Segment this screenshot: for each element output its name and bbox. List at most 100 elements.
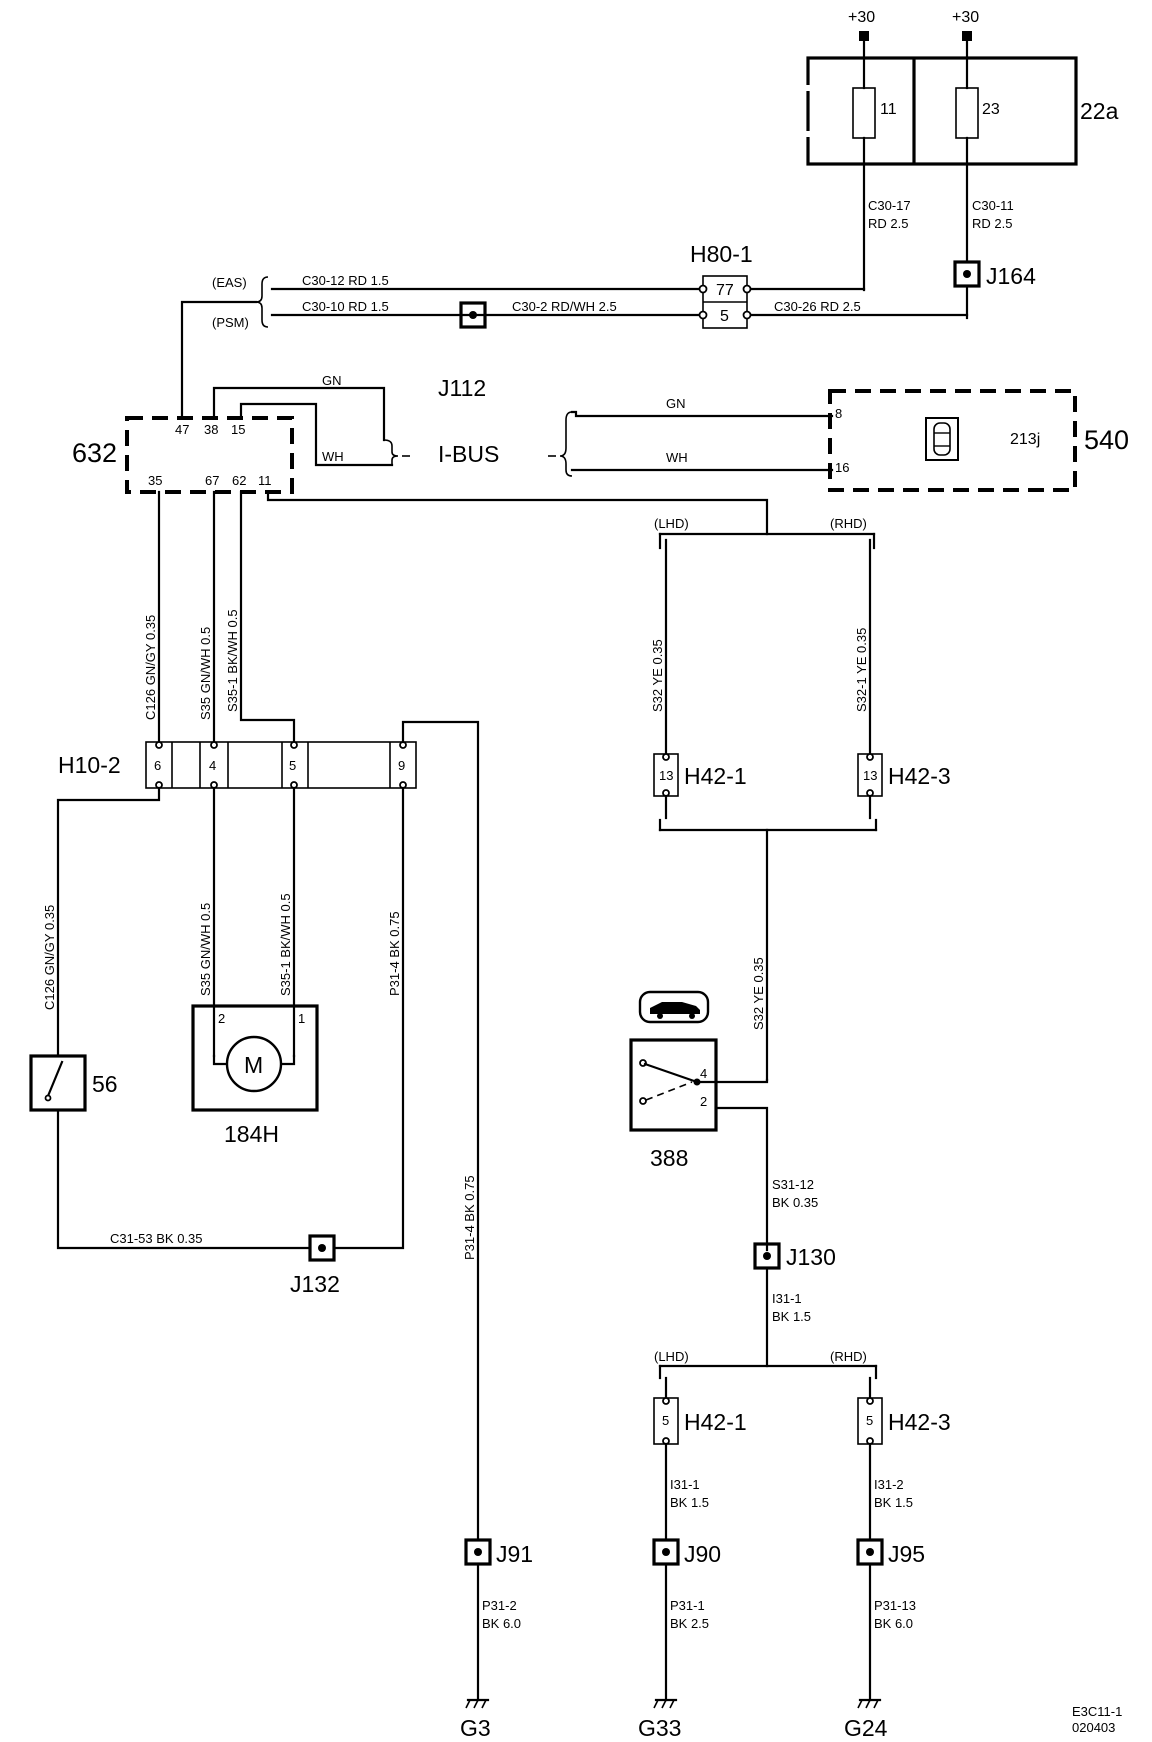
h80-pin-77: 77 <box>716 282 734 299</box>
ecu-632-pin-15: 15 <box>231 422 245 437</box>
ecu-632-pin-35: 35 <box>148 473 162 488</box>
ground-g33: G33 <box>638 1715 681 1741</box>
ground-icon <box>465 1698 490 1709</box>
wire-p31-13-spec: BK 6.0 <box>874 1616 913 1631</box>
label-eas: (EAS) <box>212 275 247 290</box>
splice-j132-label: J132 <box>290 1271 340 1297</box>
switch-388 <box>629 1038 718 1132</box>
wire-i31-2-rhd: I31-2 <box>874 1477 904 1492</box>
ecu-540-pin-16: 16 <box>835 460 849 475</box>
ground-icon <box>653 1698 678 1709</box>
motor-184h-label: 184H <box>224 1121 279 1147</box>
wire-c30-2: C30-2 RD/WH 2.5 <box>512 299 617 314</box>
wire-c30-10: C30-10 RD 1.5 <box>302 299 389 314</box>
wire-s35-1-top: S35-1 BK/WH 0.5 <box>225 609 240 712</box>
wire-c30-11-spec: RD 2.5 <box>972 216 1012 231</box>
ground-icon <box>857 1698 882 1709</box>
ecu-632-pin-62: 62 <box>232 473 246 488</box>
ecu-540-sub: 213j <box>1010 431 1040 448</box>
wire-c30-12: C30-12 RD 1.5 <box>302 273 389 288</box>
label-lhd-bot: (LHD) <box>654 1349 689 1364</box>
h42-3-bot-label: H42-3 <box>888 1409 951 1435</box>
ecu-632-pin-38: 38 <box>204 422 218 437</box>
supply-left-label: +30 <box>848 9 875 26</box>
motor-pin-1: 1 <box>298 1011 305 1026</box>
h10-pin-4: 4 <box>209 758 216 773</box>
wire-p31-1-spec: BK 2.5 <box>670 1616 709 1631</box>
wire-p31-4-long: P31-4 BK 0.75 <box>462 1175 477 1260</box>
connector-h10-2-label: H10-2 <box>58 752 121 778</box>
h80-pin-5: 5 <box>720 308 729 325</box>
wire-s32-lhd: S32 YE 0.35 <box>650 639 665 712</box>
diagram-code: E3C11-1 <box>1072 1704 1122 1719</box>
splice-j130-label: J130 <box>786 1244 836 1270</box>
wire-c126-bot: C126 GN/GY 0.35 <box>42 905 57 1010</box>
splice-j90-label: J90 <box>684 1541 721 1567</box>
splice-j132 <box>308 1234 336 1262</box>
splice-j91-label: J91 <box>496 1541 533 1567</box>
h42-3-top-pin: 13 <box>863 768 877 783</box>
ecu-540-label: 540 <box>1084 425 1129 455</box>
wire-p31-2-spec: BK 6.0 <box>482 1616 521 1631</box>
h10-pin-9: 9 <box>398 758 405 773</box>
connector-h80-1-label: H80-1 <box>690 241 753 267</box>
ecu-632-pin-11: 11 <box>258 473 272 488</box>
ecu-632 <box>125 416 294 494</box>
label-lhd-top: (LHD) <box>654 516 689 531</box>
wire-p31-1: P31-1 <box>670 1598 705 1613</box>
wire-s31-12: S31-12 <box>772 1177 814 1192</box>
wire-i31-2-rhd-spec: BK 1.5 <box>874 1495 913 1510</box>
wire-c30-17-spec: RD 2.5 <box>868 216 908 231</box>
wire-s35-bot: S35 GN/WH 0.5 <box>198 903 213 996</box>
wire-s32-1-rhd: S32-1 YE 0.35 <box>854 628 869 712</box>
ecu-632-pin-67: 67 <box>205 473 219 488</box>
wire-c31-53: C31-53 BK 0.35 <box>110 1231 203 1246</box>
h42-1-top-label: H42-1 <box>684 763 747 789</box>
label-psm: (PSM) <box>212 315 249 330</box>
terminal-right-icon <box>962 31 972 41</box>
label-rhd-top: (RHD) <box>830 516 867 531</box>
motor-icon <box>225 1035 283 1093</box>
fuse-23-label: 23 <box>982 101 1000 118</box>
h42-3-top-label: H42-3 <box>888 763 951 789</box>
wire-wh-ibus: WH <box>322 449 344 464</box>
wire-p31-2: P31-2 <box>482 1598 517 1613</box>
motor-184h <box>191 1004 319 1112</box>
wire-i31-1-lhd-spec: BK 1.5 <box>670 1495 709 1510</box>
car-icon <box>925 417 959 461</box>
wire-s35-top: S35 GN/WH 0.5 <box>198 627 213 720</box>
terminal-left-icon <box>859 31 869 41</box>
wire-s35-1-bot: S35-1 BK/WH 0.5 <box>278 893 293 996</box>
ibus-label: I-BUS <box>438 441 499 467</box>
wire-c30-17: C30-17 <box>868 198 911 213</box>
supply-right-label: +30 <box>952 9 979 26</box>
h10-pin-5: 5 <box>289 758 296 773</box>
wire-c30-11: C30-11 <box>972 198 1014 213</box>
diagram-date: 020403 <box>1072 1720 1115 1735</box>
motor-symbol: M <box>244 1052 263 1078</box>
wire-i31-1-main: I31-1 <box>772 1291 802 1306</box>
switch-56 <box>29 1054 87 1112</box>
wire-s32-mid: S32 YE 0.35 <box>751 957 766 1030</box>
h42-1-top-pin: 13 <box>659 768 673 783</box>
switch-388-pin-2: 2 <box>700 1094 707 1109</box>
wire-p31-4-short: P31-4 BK 0.75 <box>387 911 402 996</box>
ecu-632-pin-47: 47 <box>175 422 189 437</box>
wire-gn-540: GN <box>666 396 686 411</box>
h42-1-bot-pin: 5 <box>662 1413 669 1428</box>
ecu-632-label: 632 <box>72 438 117 468</box>
label-rhd-bot: (RHD) <box>830 1349 867 1364</box>
fuse-box-id: 22a <box>1080 98 1119 124</box>
j112-label: J112 <box>438 375 486 401</box>
wire-p31-13: P31-13 <box>874 1598 916 1613</box>
fuse-box-22a: 11 23 22a <box>804 36 1119 292</box>
h10-pin-6: 6 <box>154 758 161 773</box>
splice-j164-label: J164 <box>986 263 1036 289</box>
switch-388-label: 388 <box>650 1145 688 1171</box>
h42-1-bot-label: H42-1 <box>684 1409 747 1435</box>
car-trunk-icon <box>638 990 710 1024</box>
wire-i31-1-lhd: I31-1 <box>670 1477 700 1492</box>
ground-g3: G3 <box>460 1715 491 1741</box>
wire-gn-ibus: GN <box>322 373 342 388</box>
